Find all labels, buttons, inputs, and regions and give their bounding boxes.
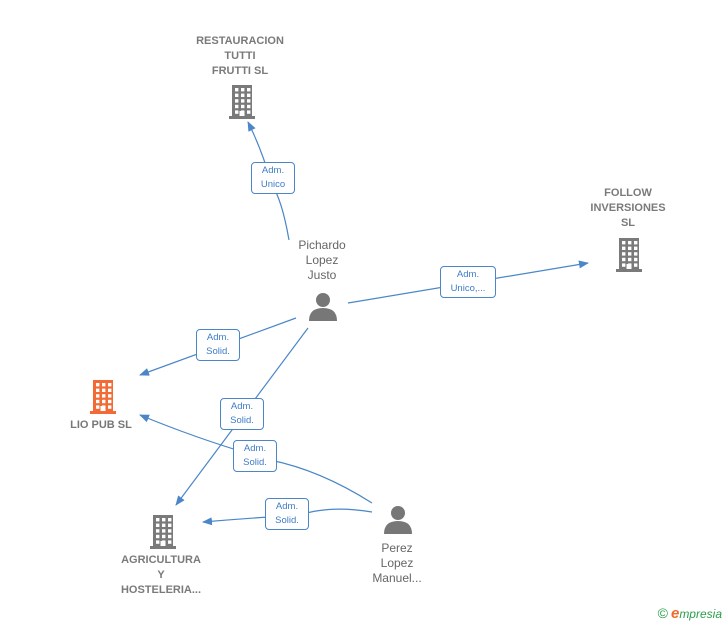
person-icon: [384, 506, 412, 534]
copyright-symbol: ©: [657, 605, 668, 621]
edge-label-pichardo-follow[interactable]: Adm. Unico,...: [440, 266, 496, 298]
node-label-perez[interactable]: Perez Lopez Manuel...: [372, 541, 422, 585]
node-label-agricultura[interactable]: AGRICULTURA Y HOSTELERIA...: [120, 554, 202, 596]
edge-label-pichardo-lio[interactable]: Adm. Solid.: [196, 329, 240, 361]
edge-label-perez-lio[interactable]: Adm. Solid.: [233, 440, 277, 472]
node-label-follow[interactable]: FOLLOW INVERSIONES SL: [590, 187, 666, 229]
edge-label-pichardo-restauracion[interactable]: Adm. Unico: [251, 162, 295, 194]
brand-name: mpresia: [679, 607, 722, 621]
node-label-pichardo[interactable]: Pichardo Lopez Justo: [298, 238, 346, 282]
empresia-watermark: ©empresia: [658, 605, 722, 622]
building-icon: [229, 85, 255, 119]
brand-initial: e: [670, 605, 680, 622]
building-icon: [616, 238, 642, 272]
node-label-restauracion[interactable]: RESTAURACION TUTTI FRUTTI SL: [196, 35, 284, 77]
building-icon: [150, 515, 176, 549]
edge-label-perez-agricultura[interactable]: Adm. Solid.: [265, 498, 309, 530]
edge-label-pichardo-agricultura[interactable]: Adm. Solid.: [220, 398, 264, 430]
building-icon: [90, 380, 116, 414]
node-label-lio[interactable]: LIO PUB SL: [70, 419, 132, 431]
person-icon: [309, 293, 337, 321]
